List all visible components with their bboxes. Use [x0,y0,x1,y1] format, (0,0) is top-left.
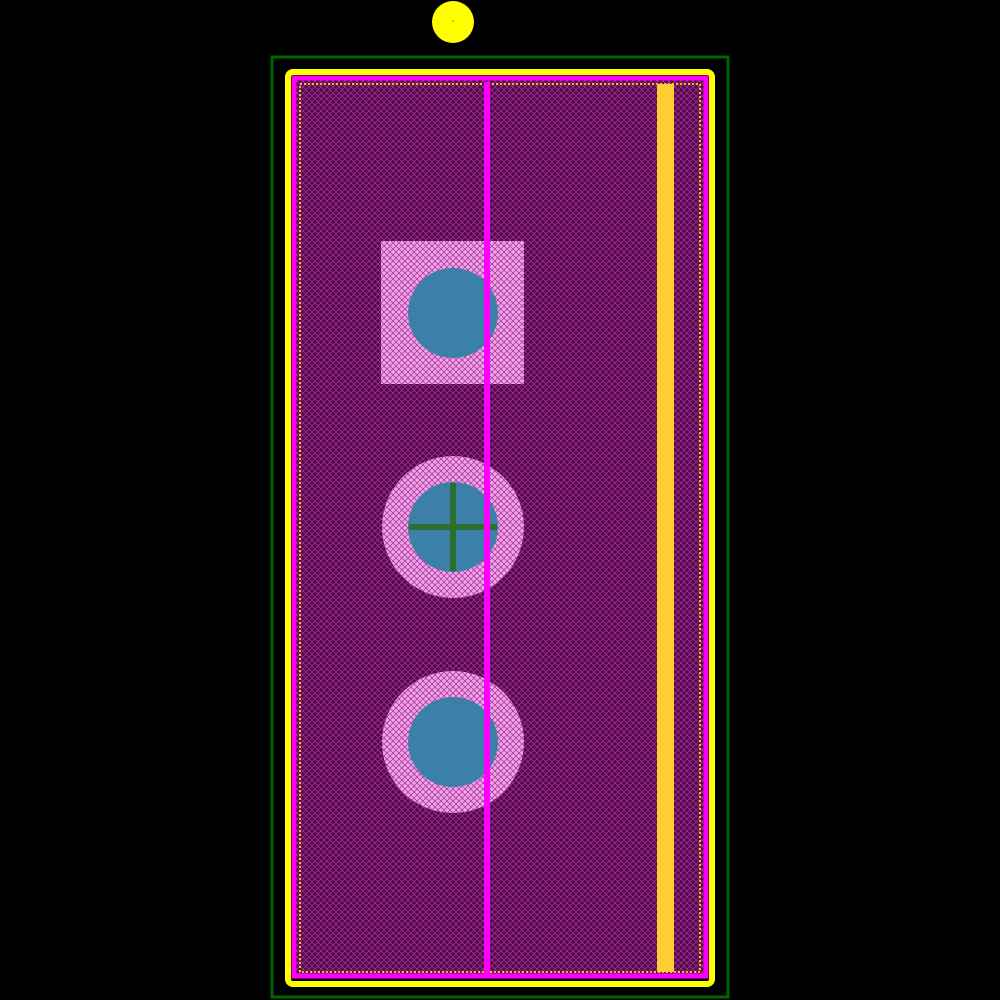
pad-3-drill-hole [408,697,498,787]
pad-1-drill-hole [408,268,498,358]
pad-1[interactable] [381,241,524,384]
center-cross-icon [409,483,497,571]
fab-outline [291,75,709,979]
pin1-marker-center [451,19,455,23]
body-inner-border [299,83,701,973]
courtyard-outline [270,55,730,999]
tab-stripe [657,84,674,972]
silkscreen-outline [285,69,715,987]
pad-3[interactable] [382,671,524,813]
